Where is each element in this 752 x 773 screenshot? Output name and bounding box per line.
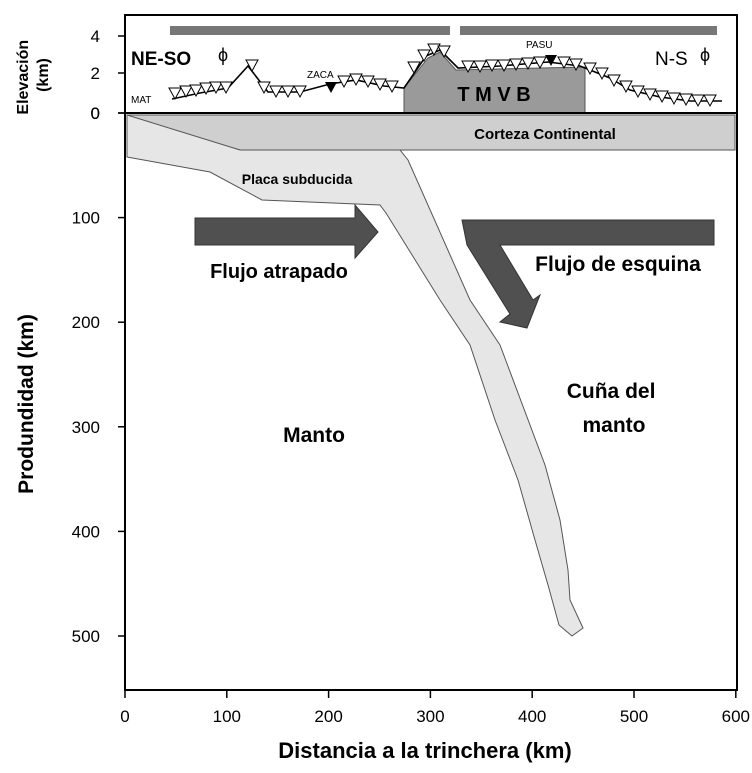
tmvb-label: T M V B: [457, 84, 530, 106]
station-triangle: [437, 45, 451, 59]
phi-symbol-right: ϕ: [700, 45, 710, 65]
station-triangle: [168, 87, 182, 101]
slab-label: Placa subducida: [242, 171, 353, 187]
elevation-tick-label: 2: [91, 64, 100, 83]
distance-axis: 0 100 200 300 400 500 600: [120, 690, 750, 726]
station-pasu-marker: [545, 55, 557, 66]
station-triangle: [703, 94, 717, 108]
coverage-bar-right: [460, 26, 717, 35]
station-pasu-label: PASU: [526, 40, 553, 51]
depth-axis: 0 100 200 300 400 500: [72, 104, 125, 646]
station-triangle: [595, 67, 609, 81]
station-triangle: [521, 57, 535, 71]
corner-flow-label: Flujo de esquina: [535, 253, 701, 276]
depth-tick-label: 500: [72, 627, 100, 646]
profile-label-ne-so: NE-SO: [131, 49, 191, 70]
distance-tick-label: 200: [314, 707, 342, 726]
elevation-axis-label: Elevación (km): [15, 35, 52, 114]
depth-axis-title: Produndidad (km): [15, 314, 38, 494]
station-triangle: [667, 92, 681, 106]
depth-tick-label: 200: [72, 313, 100, 332]
station-triangle: [245, 59, 259, 73]
station-triangle: [407, 61, 421, 75]
elevation-panel: T M V B MAT ZACA PASU NE-SO ϕ N-S ϕ 4 2 …: [15, 14, 738, 123]
station-triangle: [473, 60, 487, 74]
station-triangle: [461, 60, 475, 74]
trapped-flow-label: Flujo atrapado: [210, 261, 348, 283]
elevation-tick-label: 4: [91, 27, 100, 46]
trapped-flow-arrow: [194, 203, 379, 260]
station-triangle: [385, 80, 399, 94]
coverage-bar-left: [170, 26, 450, 35]
station-triangle: [373, 78, 387, 92]
station-triangle: [219, 81, 233, 95]
station-triangle: [533, 56, 547, 70]
distance-tick-label: 300: [416, 707, 444, 726]
station-triangle: [427, 43, 441, 57]
depth-tick-label: 0: [91, 104, 100, 123]
distance-tick-label: 500: [620, 707, 648, 726]
subducted-slab: [126, 114, 584, 637]
distance-tick-label: 600: [722, 707, 750, 726]
station-triangle: [497, 59, 511, 73]
mantle-wedge-label-line1: Cuña del: [567, 380, 656, 403]
elevation-axis-label-line1: Elevación: [15, 40, 32, 115]
station-triangle: [199, 82, 213, 96]
station-triangle: [179, 85, 193, 99]
station-triangle: [349, 73, 363, 87]
profile-label-n-s: N-S: [655, 49, 688, 70]
distance-tick-label: 400: [518, 707, 546, 726]
mantle-wedge-label: Cuña del manto: [567, 380, 662, 437]
station-zaca-label: ZACA: [307, 70, 334, 81]
station-triangle: [679, 93, 693, 107]
distance-tick-label: 0: [120, 707, 129, 726]
station-triangle: [417, 49, 431, 63]
crust-label: Corteza Continental: [474, 126, 616, 143]
station-triangle: [361, 75, 375, 89]
station-triangle: [643, 88, 657, 102]
station-triangle: [257, 81, 271, 95]
station-zaca-marker: [325, 82, 337, 93]
elevation-tick-label: 0: [91, 104, 100, 123]
section-panel: Corteza Continental Placa subducida Fluj…: [15, 104, 750, 763]
station-triangle: [281, 85, 295, 99]
elevation-axis-label-line2: (km): [35, 58, 52, 92]
station-triangle: [557, 56, 571, 70]
depth-tick-label: 300: [72, 418, 100, 437]
mantle-wedge-label-line2: manto: [583, 414, 646, 437]
station-triangle: [631, 85, 645, 99]
station-triangle: [485, 59, 499, 73]
station-mat-label: MAT: [131, 95, 151, 106]
station-triangle: [269, 85, 283, 99]
station-triangle: [619, 80, 633, 94]
station-triangles: [168, 43, 717, 108]
station-triangle: [583, 62, 597, 76]
station-triangle: [337, 75, 351, 89]
corner-flow-arrow: [461, 219, 715, 329]
station-triangle: [607, 74, 621, 88]
station-triangle: [209, 81, 223, 95]
station-triangle: [655, 90, 669, 104]
station-triangle: [569, 58, 583, 72]
station-triangle: [189, 84, 203, 98]
station-triangle: [691, 94, 705, 108]
depth-tick-label: 100: [72, 209, 100, 228]
distance-tick-label: 100: [213, 707, 241, 726]
depth-tick-label: 400: [72, 522, 100, 541]
station-triangle: [509, 58, 523, 72]
station-triangle: [293, 85, 307, 99]
phi-symbol-left: ϕ: [218, 45, 228, 65]
mantle-label: Manto: [283, 424, 345, 447]
distance-axis-title: Distancia a la trinchera (km): [278, 738, 571, 763]
